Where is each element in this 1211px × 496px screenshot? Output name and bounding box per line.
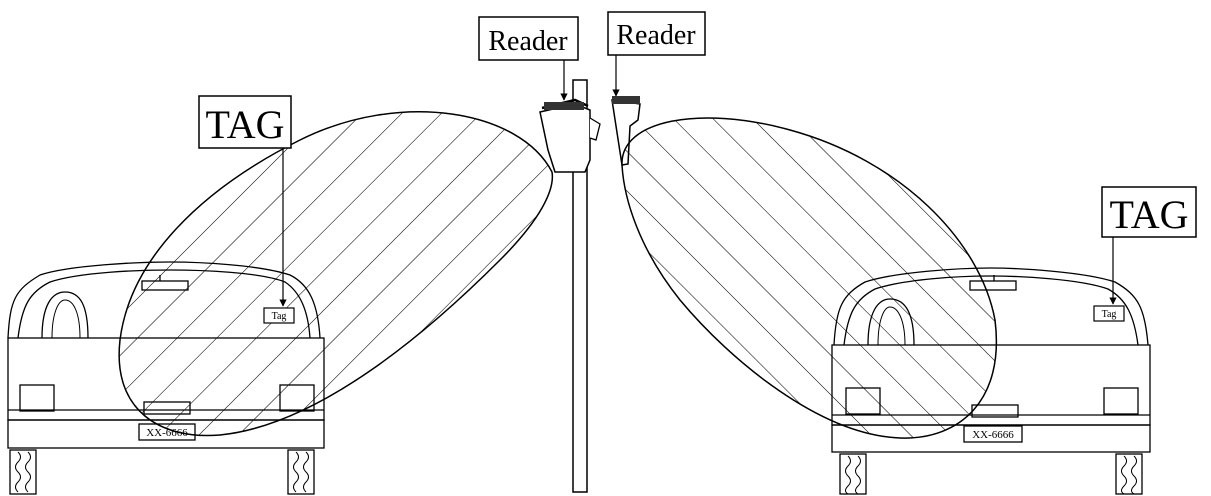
tag-label-right-box — [1101, 186, 1197, 238]
reader-device-left — [539, 98, 601, 173]
reader-label-right-box — [607, 11, 706, 56]
tag-sticker-right — [1093, 305, 1125, 322]
read-zone-right — [621, 117, 998, 439]
tag-label-right: TAG — [1109, 192, 1188, 237]
license-plate-right-text: XX-6666 — [972, 429, 1014, 441]
license-plate-right — [963, 425, 1023, 443]
reader-label-left: Reader — [488, 26, 568, 57]
reader-label-left-box — [478, 16, 579, 61]
read-zone-left — [118, 111, 554, 437]
tag-sticker-right-text: Tag — [1102, 309, 1117, 320]
tag-label-left-box — [198, 95, 292, 149]
tag-sticker-left — [263, 307, 295, 324]
tag-sticker-left-text: Tag — [272, 311, 287, 322]
reader-label-right: Reader — [616, 20, 696, 51]
right-car — [831, 267, 1151, 495]
tag-label-left: TAG — [205, 102, 284, 147]
reader-pole — [572, 79, 588, 493]
